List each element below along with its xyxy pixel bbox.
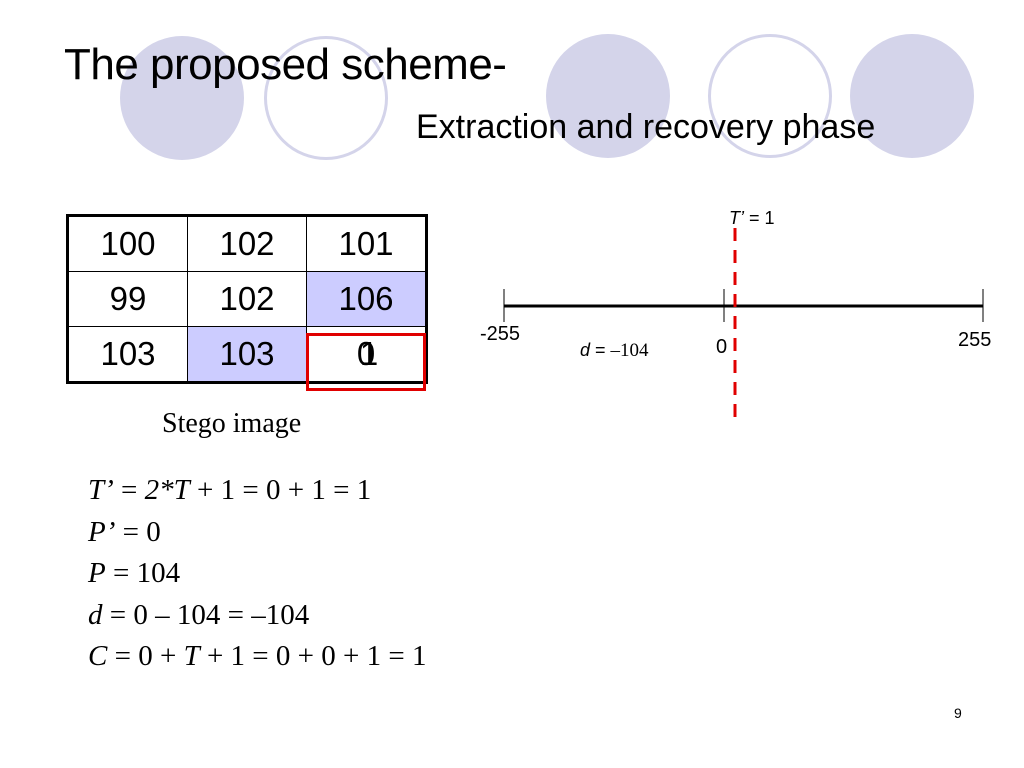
equation-line: T’ = 2*T + 1 = 0 + 1 = 1 — [88, 470, 426, 512]
equation-segment: P’ — [88, 515, 116, 548]
equation-segment: P — [88, 557, 106, 589]
decor-circle-5 — [850, 34, 974, 158]
table-cell-highlighted: 106 — [306, 271, 427, 327]
equation-segment: = 0 + — [107, 640, 184, 672]
zero-label: 0 — [716, 336, 727, 358]
page-number: 9 — [954, 705, 962, 721]
decor-circle-4 — [708, 34, 832, 158]
current-pixel-box — [306, 333, 426, 391]
d-var: d — [580, 340, 591, 360]
slide-title: The proposed scheme- — [64, 40, 507, 89]
t-var: T’ — [729, 208, 745, 228]
table-cell-highlighted: 103 — [187, 326, 307, 383]
equation-segment: = 104 — [105, 557, 181, 589]
equation-line: P = 104 — [88, 553, 426, 595]
equation-line: d = 0 – 104 = –104 — [88, 595, 426, 637]
table-cell: 100 — [67, 215, 188, 272]
slide-subtitle: Extraction and recovery phase — [416, 108, 876, 146]
table-cell: 103 — [67, 326, 188, 383]
decor-circle-3 — [546, 34, 670, 158]
t-annotation: T’ = 1 — [729, 208, 775, 228]
equation-line: P’ = 0 — [88, 512, 426, 554]
equation-segment: = 0 – 104 = –104 — [102, 598, 310, 631]
decor-circle-2 — [264, 36, 388, 160]
overlap-value-1: 1 — [359, 335, 379, 372]
equation-segment: C — [88, 640, 108, 672]
table-cell: 102 — [187, 215, 307, 272]
max-label: 255 — [958, 329, 991, 351]
equation-segment: + 1 = 0 + 0 + 1 = 1 — [199, 640, 427, 672]
table-row: 103 103 0 1 — [67, 326, 427, 383]
table-caption: Stego image — [162, 408, 302, 439]
equation-segment: T’ — [88, 474, 114, 506]
table-cell: 101 — [306, 215, 427, 272]
equation-segment: + 1 = 0 + 1 = 1 — [189, 474, 372, 506]
t-rest: = 1 — [744, 208, 775, 228]
decor-circle-1 — [120, 36, 244, 160]
d-value: –104 — [610, 340, 650, 361]
table-row: 99 102 106 — [67, 271, 427, 327]
equation-segment: T — [183, 640, 200, 672]
overlap-value-0: 0 — [356, 335, 376, 372]
table-row: 100 102 101 — [67, 215, 427, 272]
equation-line: C = 0 + T + 1 = 0 + 0 + 1 = 1 — [88, 636, 426, 678]
d-eq: = — [590, 340, 611, 360]
table-cell: 102 — [187, 271, 307, 327]
equation-segment: = — [113, 474, 145, 506]
equation-segment: 2*T — [144, 474, 190, 506]
d-annotation: d = –104 — [580, 340, 649, 361]
equation-segment: = 0 — [115, 515, 161, 548]
min-label: -255 — [480, 323, 520, 345]
table-cell: 99 — [67, 271, 188, 327]
equation-segment: d — [88, 598, 103, 631]
stego-image-table: 100 102 101 99 102 106 103 103 0 1 — [66, 214, 428, 384]
